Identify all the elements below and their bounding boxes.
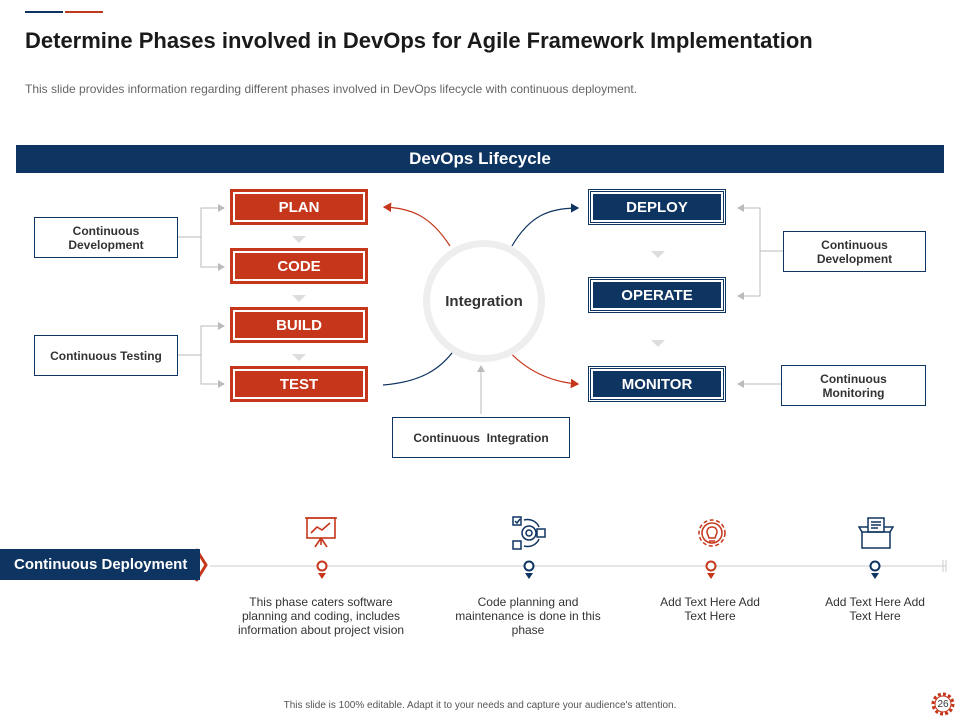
chevron-down-icon [292,354,306,361]
integration-circle: Integration [423,240,545,362]
chevron-down-icon [651,251,665,258]
integration-label: Integration [445,292,523,310]
phase-plan: PLAN [230,189,368,225]
target-checklist-icon [512,516,546,550]
step-text-2: Code planning and maintenance is done in… [455,595,601,637]
note-continuous-monitoring: Continuous Monitoring [781,365,926,406]
phase-deploy: DEPLOY [588,189,726,225]
step-text-1: This phase caters software planning and … [237,595,405,637]
phase-code: CODE [230,248,368,284]
lifecycle-banner: DevOps Lifecycle [16,145,944,173]
presentation-board-icon [305,517,337,548]
phase-operate: OPERATE [588,277,726,313]
page-subtitle: This slide provides information regardin… [25,82,638,96]
open-box-icon [858,517,894,549]
gear-bulb-icon [698,519,726,547]
page-title: Determine Phases involved in DevOps for … [25,28,813,53]
accent-line-navy [25,11,63,13]
gear-icon [931,692,955,716]
note-continuous-testing: Continuous Testing [34,335,178,376]
phase-test: TEST [230,366,368,402]
timeline-pin-3 [705,560,717,579]
footer-note: This slide is 100% editable. Adapt it to… [283,700,677,711]
note-continuous-integration: Continuous Integration [392,417,570,458]
chevron-down-icon [292,236,306,243]
note-continuous-development-right: Continuous Development [783,231,926,272]
step-text-3: Add Text Here Add Text Here [660,595,760,623]
timeline-pin-2 [523,560,535,579]
chevron-down-icon [292,295,306,302]
accent-line-red [65,11,103,13]
phase-monitor: MONITOR [588,366,726,402]
page-number: 26 [937,698,949,710]
chevron-down-icon [651,340,665,347]
note-continuous-development-left: Continuous Development [34,217,178,258]
phase-build: BUILD [230,307,368,343]
timeline-pin-4 [869,560,881,579]
timeline-pin-1 [316,560,328,579]
step-text-4: Add Text Here Add Text Here [825,595,925,623]
continuous-deployment-label: Continuous Deployment [0,549,200,580]
